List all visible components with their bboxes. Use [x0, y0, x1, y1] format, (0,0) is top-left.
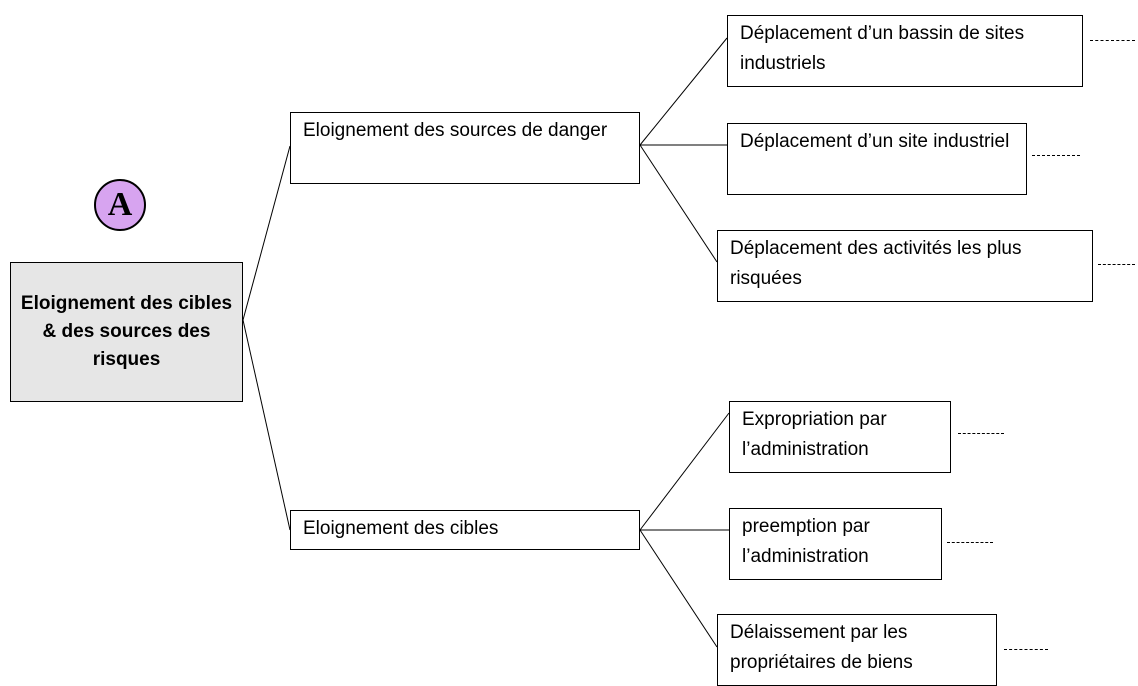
leaf-continuation-6	[1004, 649, 1048, 650]
connector-root-branch-2	[242, 319, 291, 531]
leaf-continuation-5	[947, 542, 993, 543]
section-badge: A	[94, 179, 146, 231]
branch-node-sources: Eloignement des sources de danger	[290, 112, 640, 184]
root-node-label: Eloignement des cibles & des sources des…	[20, 293, 233, 370]
leaf-node-label: Déplacement des activités les plus risqu…	[730, 238, 1022, 289]
connector-branch-1-leaf-3	[639, 144, 718, 263]
leaf-node-3: Déplacement des activités les plus risqu…	[717, 230, 1093, 302]
leaf-continuation-2	[1032, 155, 1080, 156]
root-node: Eloignement des cibles & des sources des…	[10, 262, 243, 402]
leaf-node-2: Déplacement d’un site industriel	[727, 123, 1027, 195]
branch-node-label: Eloignement des cibles	[303, 518, 499, 539]
leaf-node-label: Déplacement d’un site industriel	[740, 131, 1010, 152]
connector-root-branch-1	[242, 145, 291, 321]
leaf-node-label: Délaissement par les propriétaires de bi…	[730, 622, 913, 673]
leaf-node-5: preemption par l’administration	[729, 508, 942, 580]
leaf-node-label: preemption par l’administration	[742, 516, 870, 567]
leaf-continuation-4	[958, 433, 1004, 434]
leaf-continuation-3	[1098, 264, 1135, 265]
branch-node-cibles: Eloignement des cibles	[290, 510, 640, 550]
leaf-node-label: Déplacement d’un bassin de sites industr…	[740, 23, 1025, 74]
leaf-node-4: Expropriation par l’administration	[729, 401, 951, 473]
branch-node-label: Eloignement des sources de danger	[303, 120, 608, 141]
connector-branch-2-leaf-4	[639, 412, 730, 531]
leaf-continuation-1	[1090, 40, 1135, 41]
leaf-node-label: Expropriation par l’administration	[742, 409, 887, 460]
leaf-node-6: Délaissement par les propriétaires de bi…	[717, 614, 997, 686]
connector-branch-1-leaf-1	[639, 37, 728, 146]
connector-branch-2-leaf-6	[639, 529, 718, 648]
leaf-node-1: Déplacement d’un bassin de sites industr…	[727, 15, 1083, 87]
